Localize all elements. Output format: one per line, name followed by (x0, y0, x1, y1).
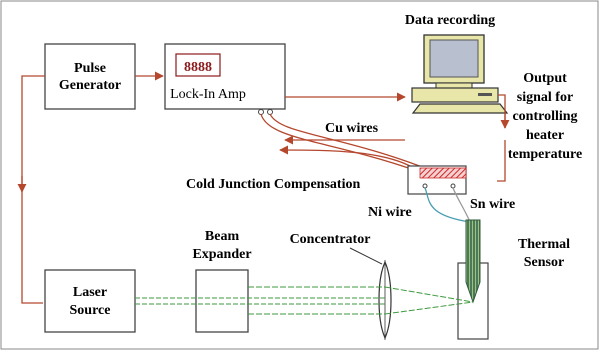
pulse-generator-label-line2: Generator (59, 78, 121, 93)
lock-in-amp-block: 8888 Lock-In Amp (164, 43, 286, 115)
concentrator-label: Concentrator (290, 232, 371, 247)
beam-expander-label-line2: Expander (192, 247, 251, 262)
concentrator-pointer (349, 247, 383, 265)
output-line-3: controlling (512, 109, 577, 124)
output-signal-label: Output signal for controlling heater tem… (508, 71, 582, 162)
sn-wire-label: Sn wire (470, 197, 515, 212)
monitor-stand (435, 82, 473, 89)
beam-converge-lower (384, 301, 474, 315)
wire-output-to-junction (497, 140, 506, 182)
junction-terminal-2 (450, 183, 456, 189)
thermal-sensor-label-line2: Sensor (524, 255, 564, 270)
disk-slot (478, 93, 492, 96)
lock-in-terminal-1 (258, 109, 264, 115)
data-recording-label: Data recording (405, 13, 495, 28)
output-line-1: Output (523, 71, 567, 86)
thermal-sensor-label-line1: Thermal (518, 237, 570, 252)
junction-terminal-1 (422, 183, 428, 189)
ni-wire-label: Ni wire (368, 205, 412, 220)
laser-source-label-line2: Source (70, 303, 111, 318)
monitor-screen (429, 39, 479, 78)
beam-expander-box (195, 269, 249, 333)
thermal-sensor (457, 219, 489, 340)
lock-in-display-value: 8888 (184, 60, 212, 75)
pulse-generator-block: Pulse Generator (44, 43, 136, 110)
output-line-4: heater (526, 128, 564, 143)
pulse-generator-label-line1: Pulse (74, 61, 106, 76)
computer-icon (411, 34, 509, 114)
beam-expander-label-line1: Beam (205, 229, 240, 244)
cu-wires-label: Cu wires (325, 121, 379, 136)
ni-wire (424, 187, 471, 223)
cu-wire-1 (260, 113, 421, 173)
output-line-5: temperature (508, 147, 582, 162)
laser-source-block: Laser Source (44, 269, 136, 333)
cu-wire-arrow-lower (279, 145, 421, 173)
lock-in-amp-label: Lock-In Amp (170, 87, 246, 102)
cold-junction-label: Cold Junction Compensation (186, 177, 360, 192)
cu-wire-2 (269, 113, 436, 173)
beam-converge-upper (384, 286, 474, 303)
sensor-probe (465, 219, 481, 304)
sn-wire (452, 187, 471, 223)
heater-element (419, 167, 467, 179)
lock-in-terminal-2 (267, 109, 273, 115)
output-line-2: signal for (517, 90, 573, 105)
laser-source-label-line1: Laser (73, 285, 107, 300)
cold-junction-block (407, 165, 467, 195)
wire-pulse-to-laser (21, 75, 45, 304)
laser-source-box (44, 269, 136, 333)
laser-beam (135, 286, 474, 315)
lock-in-display (175, 53, 221, 77)
pulse-generator-box (44, 43, 136, 110)
keyboard (411, 103, 509, 114)
